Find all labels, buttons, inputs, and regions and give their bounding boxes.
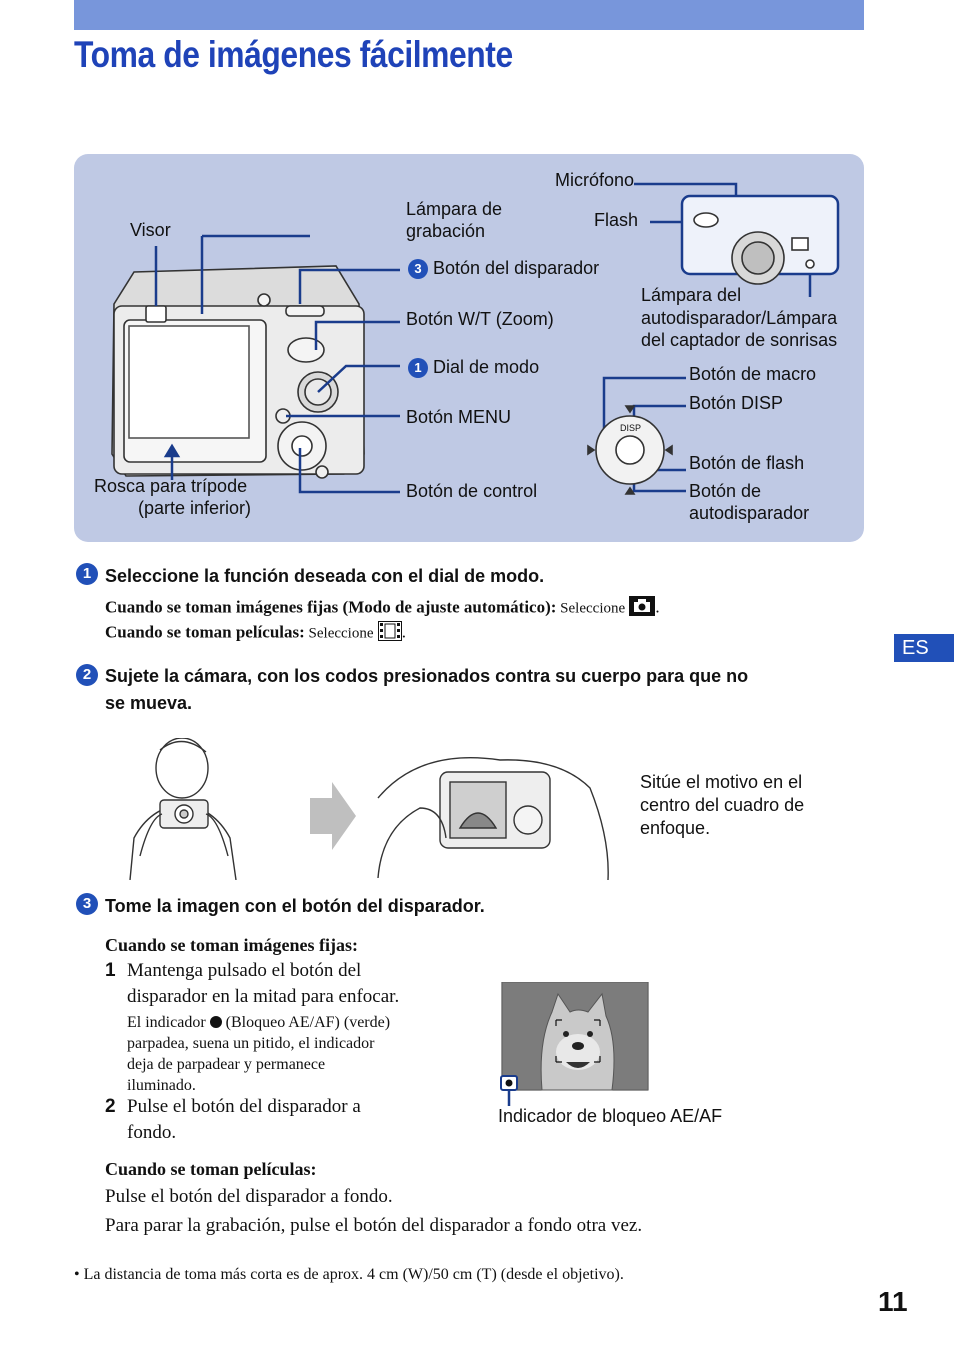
step-2-badge: 2 [76, 664, 98, 686]
label-boton-autodisparador-2: autodisparador [689, 503, 810, 523]
substep-1-note-3: deja de parpadear y permanece [127, 1056, 326, 1073]
label-dial-modo: 1 Dial de modo [408, 356, 540, 379]
label-boton-control: Botón de control [406, 481, 538, 501]
page-title: Toma de imágenes fácilmente [74, 34, 513, 75]
label-visor: Visor [130, 220, 171, 240]
label-boton-flash: Botón de flash [689, 453, 805, 473]
footnote: • La distancia de toma más corta es de a… [74, 1266, 624, 1283]
step-2-heading-1: Sujete la cámara, con los codos presiona… [105, 666, 749, 686]
step-number-badge: 1 [408, 358, 428, 379]
disp-marking: DISP [620, 423, 642, 433]
camera-mode-icon [629, 596, 656, 621]
language-tab: ES [894, 634, 954, 662]
substep-1-note-2: parpadea, suena un pitido, el indicador [127, 1035, 375, 1052]
label-lampara-auto-3: del captador de sonrisas [641, 330, 838, 350]
label-boton-disparador-text: Botón del disparador [433, 258, 600, 278]
label-lampara-grabacion-2: grabación [406, 221, 486, 241]
label-lampara-auto-2: autodisparador/Lámpara [641, 308, 838, 328]
label-dial-modo-text: Dial de modo [433, 357, 540, 377]
step-2-caption-3: enfoque. [640, 818, 711, 838]
substep-2-line-2: fondo. [127, 1122, 177, 1143]
step-1-line-1: Cuando se toman imágenes fijas (Modo de … [105, 596, 660, 621]
label-rosca-1: Rosca para trípode [94, 476, 248, 496]
substep-1-line-2: disparador en la mitad para enfocar. [127, 986, 400, 1007]
substep-1-line-1: Mantenga pulsado el botón del [127, 960, 362, 981]
step-number-badge: 2 [76, 664, 98, 686]
note-indicator-text-b: (Bloqueo AE/AF) (verde) [225, 1014, 391, 1031]
label-lampara-auto-1: Lámpara del [641, 285, 742, 305]
label-boton-disparador: 3 Botón del disparador [408, 257, 600, 280]
step-number-badge: 3 [76, 893, 98, 915]
step-3-movie-line-2: Para parar la grabación, pulse el botón … [105, 1215, 643, 1236]
step-3-movie-line-1: Pulse el botón del disparador a fondo. [105, 1186, 393, 1207]
step-2-caption-1: Sitúe el motivo en el [640, 772, 803, 792]
label-boton-autodisparador-1: Botón de [689, 481, 762, 501]
label-boton-macro: Botón de macro [689, 364, 817, 384]
step-1-movie-label: Cuando se toman películas: [105, 622, 305, 642]
substep-2-number: 2 [105, 1096, 116, 1117]
step-2-heading-2: se mueva. [105, 693, 193, 713]
step-1-line-2: Cuando se toman películas: Seleccione . [105, 621, 406, 646]
step-1-still-text: Seleccione [556, 600, 626, 617]
step-1-movie-text: Seleccione [304, 625, 374, 642]
step-1-badge: 1 [76, 563, 98, 585]
ae-af-lock-dot-icon [209, 1016, 222, 1028]
step-1-still-label: Cuando se toman imágenes fijas (Modo de … [105, 597, 557, 617]
step-1-heading: Seleccione la función deseada con el dia… [105, 566, 545, 586]
label-microfono: Micrófono [555, 170, 635, 190]
substep-1-number: 1 [105, 960, 116, 981]
lcd-preview-image [500, 982, 649, 1106]
label-boton-menu: Botón MENU [406, 407, 512, 427]
substep-2-line-1: Pulse el botón del disparador a [127, 1096, 361, 1117]
step-3-badge: 3 [76, 893, 98, 915]
label-boton-disp: Botón DISP [689, 393, 784, 413]
label-lampara-grabacion-1: Lámpara de [406, 199, 503, 219]
step-3-movie-title: Cuando se toman películas: [105, 1159, 317, 1179]
step-number-badge: 3 [408, 259, 428, 280]
step-3-heading: Tome la imagen con el botón del disparad… [105, 896, 485, 916]
ae-af-caption: Indicador de bloqueo AE/AF [498, 1106, 723, 1126]
step-2-caption-2: centro del cuadro de [640, 795, 805, 815]
substep-1-note-1: El indicador (Bloqueo AE/AF) (verde) [127, 1012, 390, 1033]
note-indicator-text-a: El indicador [127, 1014, 206, 1031]
label-flash: Flash [594, 210, 639, 230]
holding-camera-illustration [129, 738, 609, 880]
header-bar [74, 0, 864, 30]
movie-mode-icon [377, 621, 402, 646]
step-number-badge: 1 [76, 563, 98, 585]
step-3-still-title: Cuando se toman imágenes fijas: [105, 935, 359, 955]
page-number: 11 [878, 1286, 908, 1317]
camera-illustration [111, 182, 840, 495]
label-boton-wt: Botón W/T (Zoom) [406, 309, 554, 329]
substep-1-note-4: iluminado. [127, 1077, 196, 1094]
label-rosca-2: (parte inferior) [138, 498, 252, 518]
